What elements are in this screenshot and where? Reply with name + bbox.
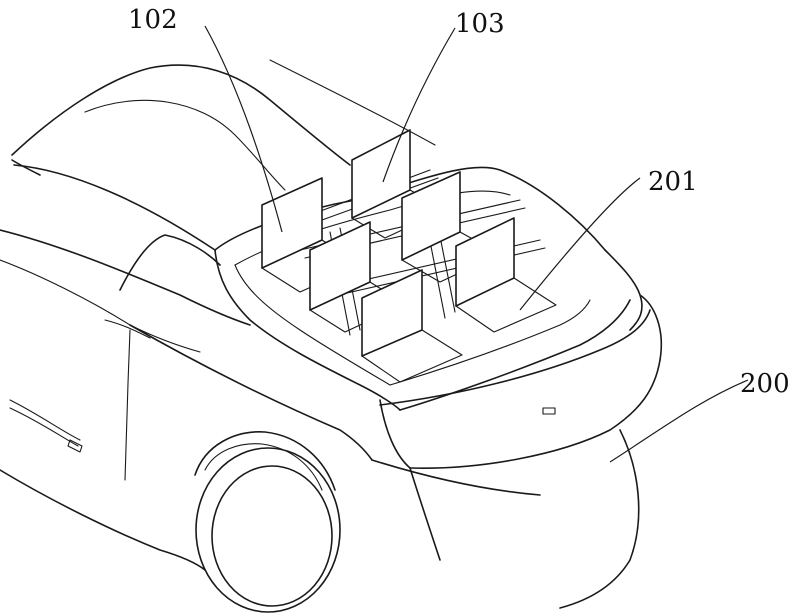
ref-label-103: 103 — [455, 9, 505, 39]
leader-200 — [609, 379, 749, 463]
ref-label-102: 102 — [128, 5, 178, 35]
rear-wheel — [194, 431, 341, 613]
panel-6 — [455, 217, 515, 307]
ref-label-200: 200 — [740, 369, 790, 399]
leader-201 — [519, 177, 641, 311]
ref-label-201: 201 — [648, 167, 698, 197]
leader-lines — [204, 25, 749, 463]
panel-array — [261, 129, 557, 383]
car-body — [0, 59, 663, 609]
leader-103 — [382, 27, 456, 183]
leader-102 — [204, 25, 283, 233]
